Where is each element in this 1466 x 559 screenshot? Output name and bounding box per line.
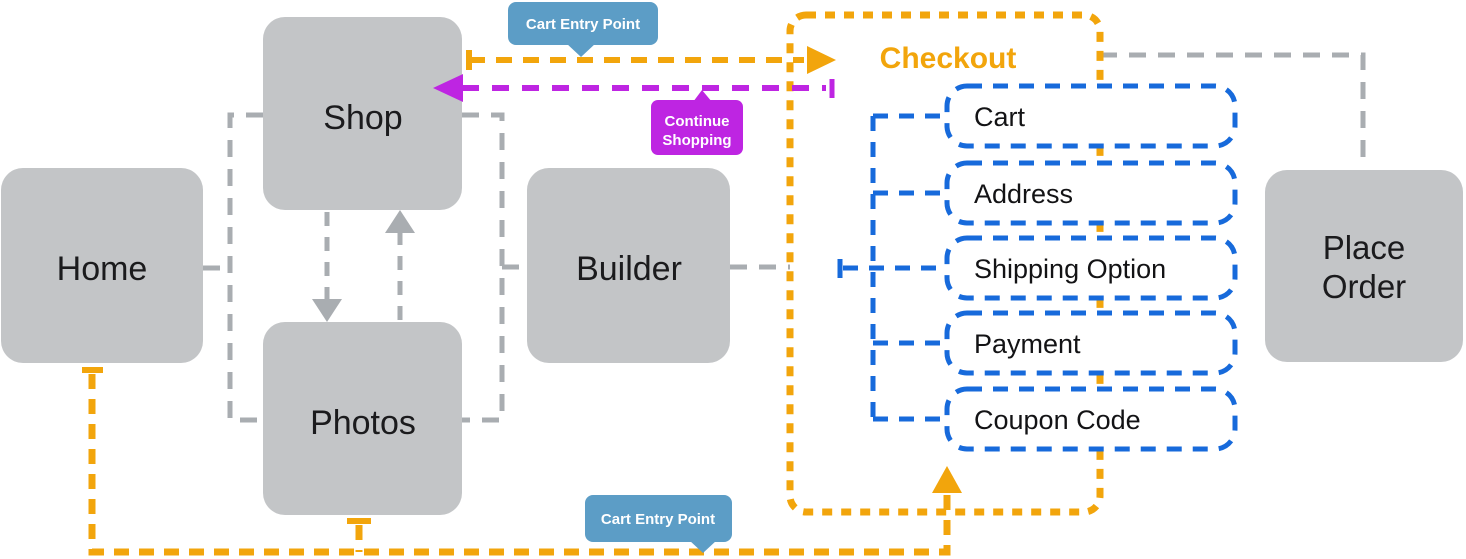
step-cart-box	[944, 83, 1238, 149]
step-address-box	[944, 160, 1238, 226]
tag-cart-entry-point-bottom: Cart Entry Point	[585, 495, 732, 553]
connector-home-shop-photos	[203, 112, 263, 423]
node-shop-label: Shop	[323, 99, 402, 137]
checkout-panel-title: Checkout	[880, 42, 1017, 75]
step-shipping-option-box	[944, 235, 1238, 301]
node-photos-box	[263, 322, 462, 515]
tag-continue-shopping-label-line1: Continue	[665, 113, 730, 130]
node-photos: Photos	[263, 322, 462, 515]
connector-shop-checkout-head	[807, 46, 836, 74]
node-place-order-box	[1265, 170, 1463, 362]
step-shipping-option: Shipping Option	[944, 235, 1238, 301]
tag-cart-entry-point-top-label: Cart Entry Point	[526, 16, 640, 33]
connector-home-checkout-head	[932, 466, 962, 493]
tag-continue-shopping-pointer	[693, 90, 712, 102]
node-builder-box	[527, 168, 730, 363]
step-address-label: Address	[974, 179, 1073, 209]
node-builder-label: Builder	[576, 250, 682, 288]
node-home: Home	[1, 168, 203, 363]
step-shipping-option-label: Shipping Option	[974, 254, 1166, 284]
node-home-label: Home	[57, 250, 148, 288]
connector-shop-builder-photos	[462, 112, 527, 423]
tag-continue-shopping-box	[651, 100, 743, 155]
node-place-order-label-line2: Order	[1322, 268, 1406, 305]
step-coupon-code-box	[944, 386, 1238, 452]
arrow-shop-to-photos-head	[312, 299, 342, 322]
step-payment-label: Payment	[974, 329, 1081, 359]
step-cart: Cart	[944, 83, 1238, 149]
connector-checkout-shop-head	[433, 74, 463, 102]
node-shop-box	[263, 17, 462, 210]
node-place-order-label-line1: Place	[1323, 229, 1406, 266]
tag-continue-shopping: Continue Shopping	[651, 90, 743, 155]
step-address: Address	[944, 160, 1238, 226]
connector-checkout-place-order	[1100, 52, 1366, 168]
step-payment: Payment	[944, 310, 1238, 376]
node-place-order: Place Order	[1265, 170, 1463, 362]
arrow-photos-to-shop-head	[385, 210, 415, 233]
node-shop: Shop	[263, 17, 462, 210]
tag-cart-entry-point-top-box	[508, 2, 658, 45]
tag-cart-entry-point-bottom-pointer	[689, 540, 717, 553]
connector-home-checkout	[88, 374, 951, 556]
tag-cart-entry-point-top-pointer	[566, 43, 596, 57]
step-coupon-code-label: Coupon Code	[974, 405, 1141, 435]
tag-continue-shopping-label-line2: Shopping	[662, 132, 731, 149]
tag-cart-entry-point-bottom-label: Cart Entry Point	[601, 511, 715, 528]
step-coupon-code: Coupon Code	[944, 386, 1238, 452]
step-cart-label: Cart	[974, 102, 1026, 132]
node-builder: Builder	[527, 168, 730, 363]
node-home-box	[1, 168, 203, 363]
tag-cart-entry-point-top: Cart Entry Point	[508, 2, 658, 57]
step-payment-box	[944, 310, 1238, 376]
node-photos-label: Photos	[310, 404, 416, 442]
tag-cart-entry-point-bottom-box	[585, 495, 732, 542]
